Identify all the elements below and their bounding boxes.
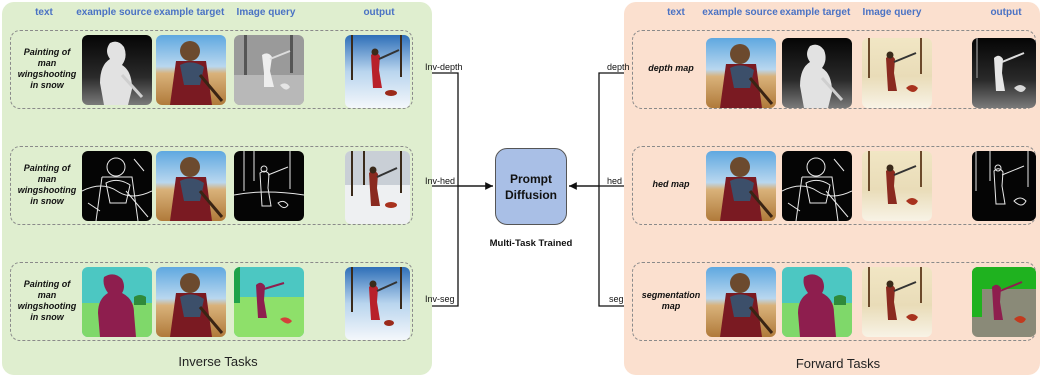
seg-source-image <box>82 267 152 337</box>
depth-output-image <box>972 38 1036 108</box>
row-caption: depth map <box>648 63 694 73</box>
hed-source-image <box>82 151 152 221</box>
model-name-line1: Prompt <box>510 171 552 186</box>
header-image-query: Image query <box>236 7 296 18</box>
multi-task-trained-label: Multi-Task Trained <box>489 238 573 249</box>
painting-query-image <box>862 151 932 221</box>
inverse-row-depth <box>10 30 413 109</box>
inverse-tasks-title: Inverse Tasks <box>178 354 258 369</box>
depth-query-image <box>234 35 304 105</box>
inverse-row-seg <box>10 262 413 341</box>
output-image <box>345 35 410 108</box>
row-caption: Painting of man wingshooting in snow <box>17 47 77 90</box>
example-target-image <box>156 151 226 221</box>
header-output: output <box>363 7 395 18</box>
hed-output-image <box>972 151 1036 221</box>
example-target-image <box>156 267 226 337</box>
wire-seg <box>598 186 632 307</box>
link-label-inv-hed: Inv-hed <box>425 176 456 186</box>
header-example-source: example source <box>76 7 152 18</box>
link-label-inv-seg: Inv-seg <box>425 294 455 304</box>
link-label-inv-depth: Inv-depth <box>425 62 463 72</box>
seg-output-image <box>972 267 1036 337</box>
prompt-diffusion-model: Prompt Diffusion <box>495 148 567 225</box>
depth-source-image <box>82 35 152 105</box>
example-source-image <box>706 151 776 221</box>
forward-tasks-title: Forward Tasks <box>795 356 881 371</box>
seg-target-image <box>782 267 852 337</box>
painting-query-image <box>862 38 932 108</box>
wire-depth <box>569 72 632 190</box>
link-label-hed: hed <box>607 176 623 186</box>
inverse-row-hed <box>10 146 413 225</box>
hed-query-image <box>234 151 304 221</box>
example-target-image <box>156 35 226 105</box>
header-example-source: example source <box>702 7 778 18</box>
example-source-image <box>706 267 776 337</box>
link-label-seg: seg <box>609 294 624 304</box>
hed-target-image <box>782 151 852 221</box>
output-image <box>345 267 410 340</box>
header-text: text <box>667 7 685 18</box>
output-image <box>345 151 410 224</box>
row-caption: hed map <box>652 179 690 189</box>
depth-target-image <box>782 38 852 108</box>
seg-query-image <box>234 267 304 337</box>
painting-query-image <box>862 267 932 337</box>
row-caption: Painting of man wingshooting in snow <box>17 279 77 322</box>
row-caption: segmentation map <box>641 290 701 311</box>
example-source-image <box>706 38 776 108</box>
header-example-target: example target <box>779 7 851 18</box>
header-example-target: example target <box>153 7 225 18</box>
header-text: text <box>35 7 53 18</box>
header-image-query: Image query <box>862 7 922 18</box>
header-output: output <box>990 7 1022 18</box>
link-label-depth: depth <box>607 62 630 72</box>
row-caption: Painting of man wingshooting in snow <box>17 163 77 206</box>
model-name-line2: Diffusion <box>505 187 557 202</box>
